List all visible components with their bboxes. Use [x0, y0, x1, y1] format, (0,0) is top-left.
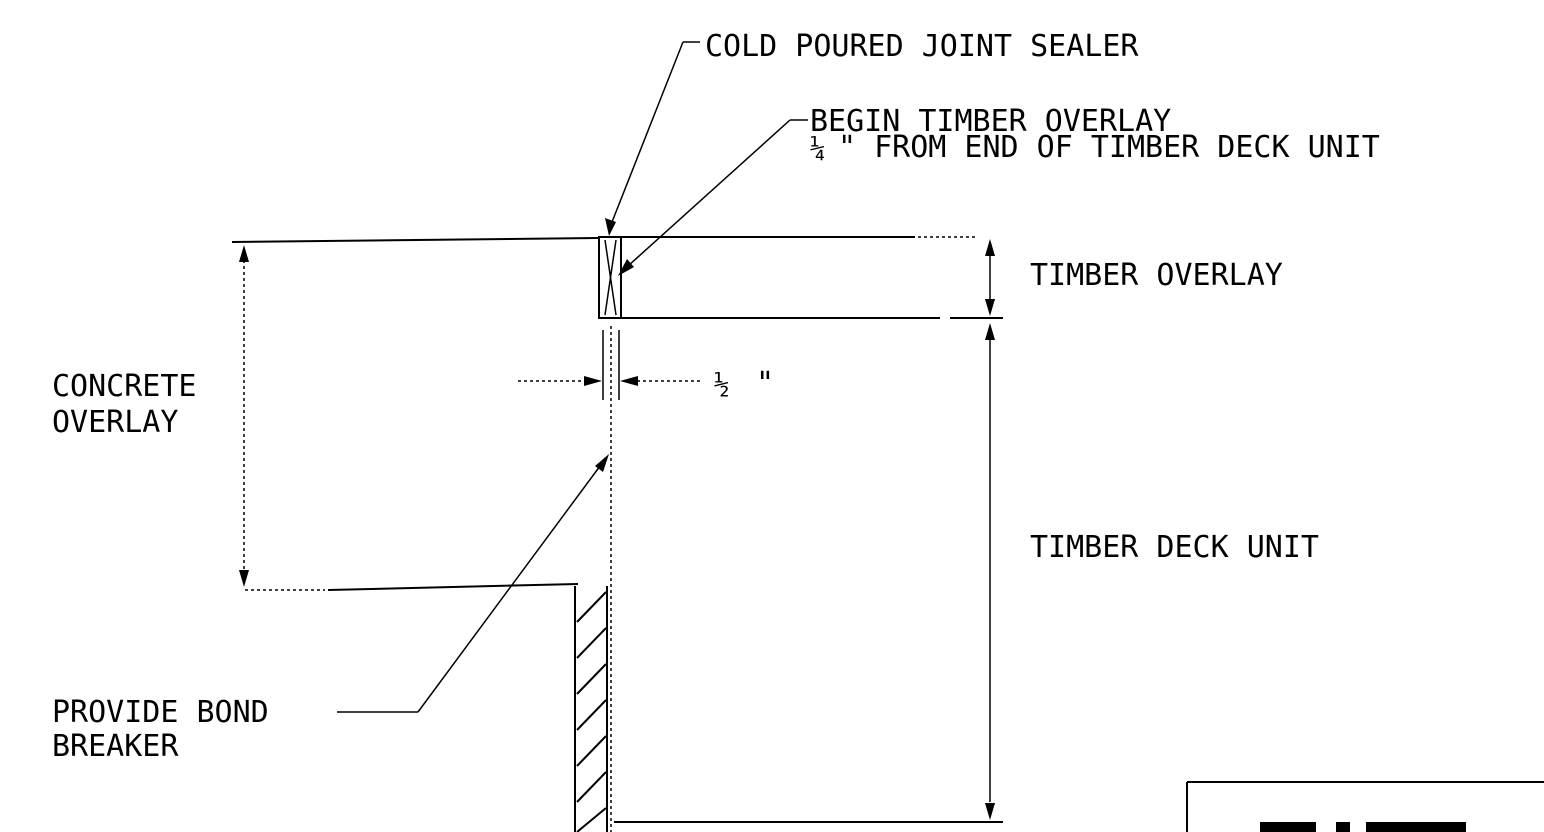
concrete-overlay-bottom-line	[245, 583, 579, 591]
begin-overlay-fraction: ¼	[810, 134, 826, 164]
timber-overlay-label: TIMBER OVERLAY	[1030, 258, 1283, 293]
bond-breaker-label-line1: PROVIDE BOND	[52, 695, 269, 730]
concrete-overlay-label-line1: CONCRETE	[52, 369, 197, 404]
hatched-abutment	[574, 586, 608, 832]
gap-fraction-label: ½	[714, 370, 730, 400]
concrete-overlay-top-line	[231, 237, 599, 243]
joint-sealer-label: COLD POURED JOINT SEALER	[705, 29, 1139, 64]
begin-overlay-label-line1: BEGIN TIMBER OVERLAY	[810, 104, 1171, 139]
concrete-overlay-label-line2: OVERLAY	[52, 405, 178, 440]
concrete-overlay-dimension	[239, 245, 249, 587]
title-block-fragment	[1186, 781, 1544, 832]
leader-joint-sealer	[605, 41, 700, 236]
begin-overlay-label-line2: " FROM END OF TIMBER DECK UNIT	[838, 130, 1380, 165]
bond-breaker-label-line2: BREAKER	[52, 729, 179, 764]
timber-deck-dimension	[985, 323, 995, 820]
leader-bond-breaker	[337, 454, 609, 713]
timber-overlay-dimension	[985, 239, 995, 316]
timber-overlay-outline	[621, 236, 1003, 319]
gap-unit-label: "	[756, 366, 774, 401]
joint-sealer-box	[598, 236, 622, 319]
timber-deck-unit-label: TIMBER DECK UNIT	[1030, 530, 1319, 565]
leader-begin-overlay	[618, 119, 808, 276]
half-inch-gap-dimension	[518, 330, 700, 400]
